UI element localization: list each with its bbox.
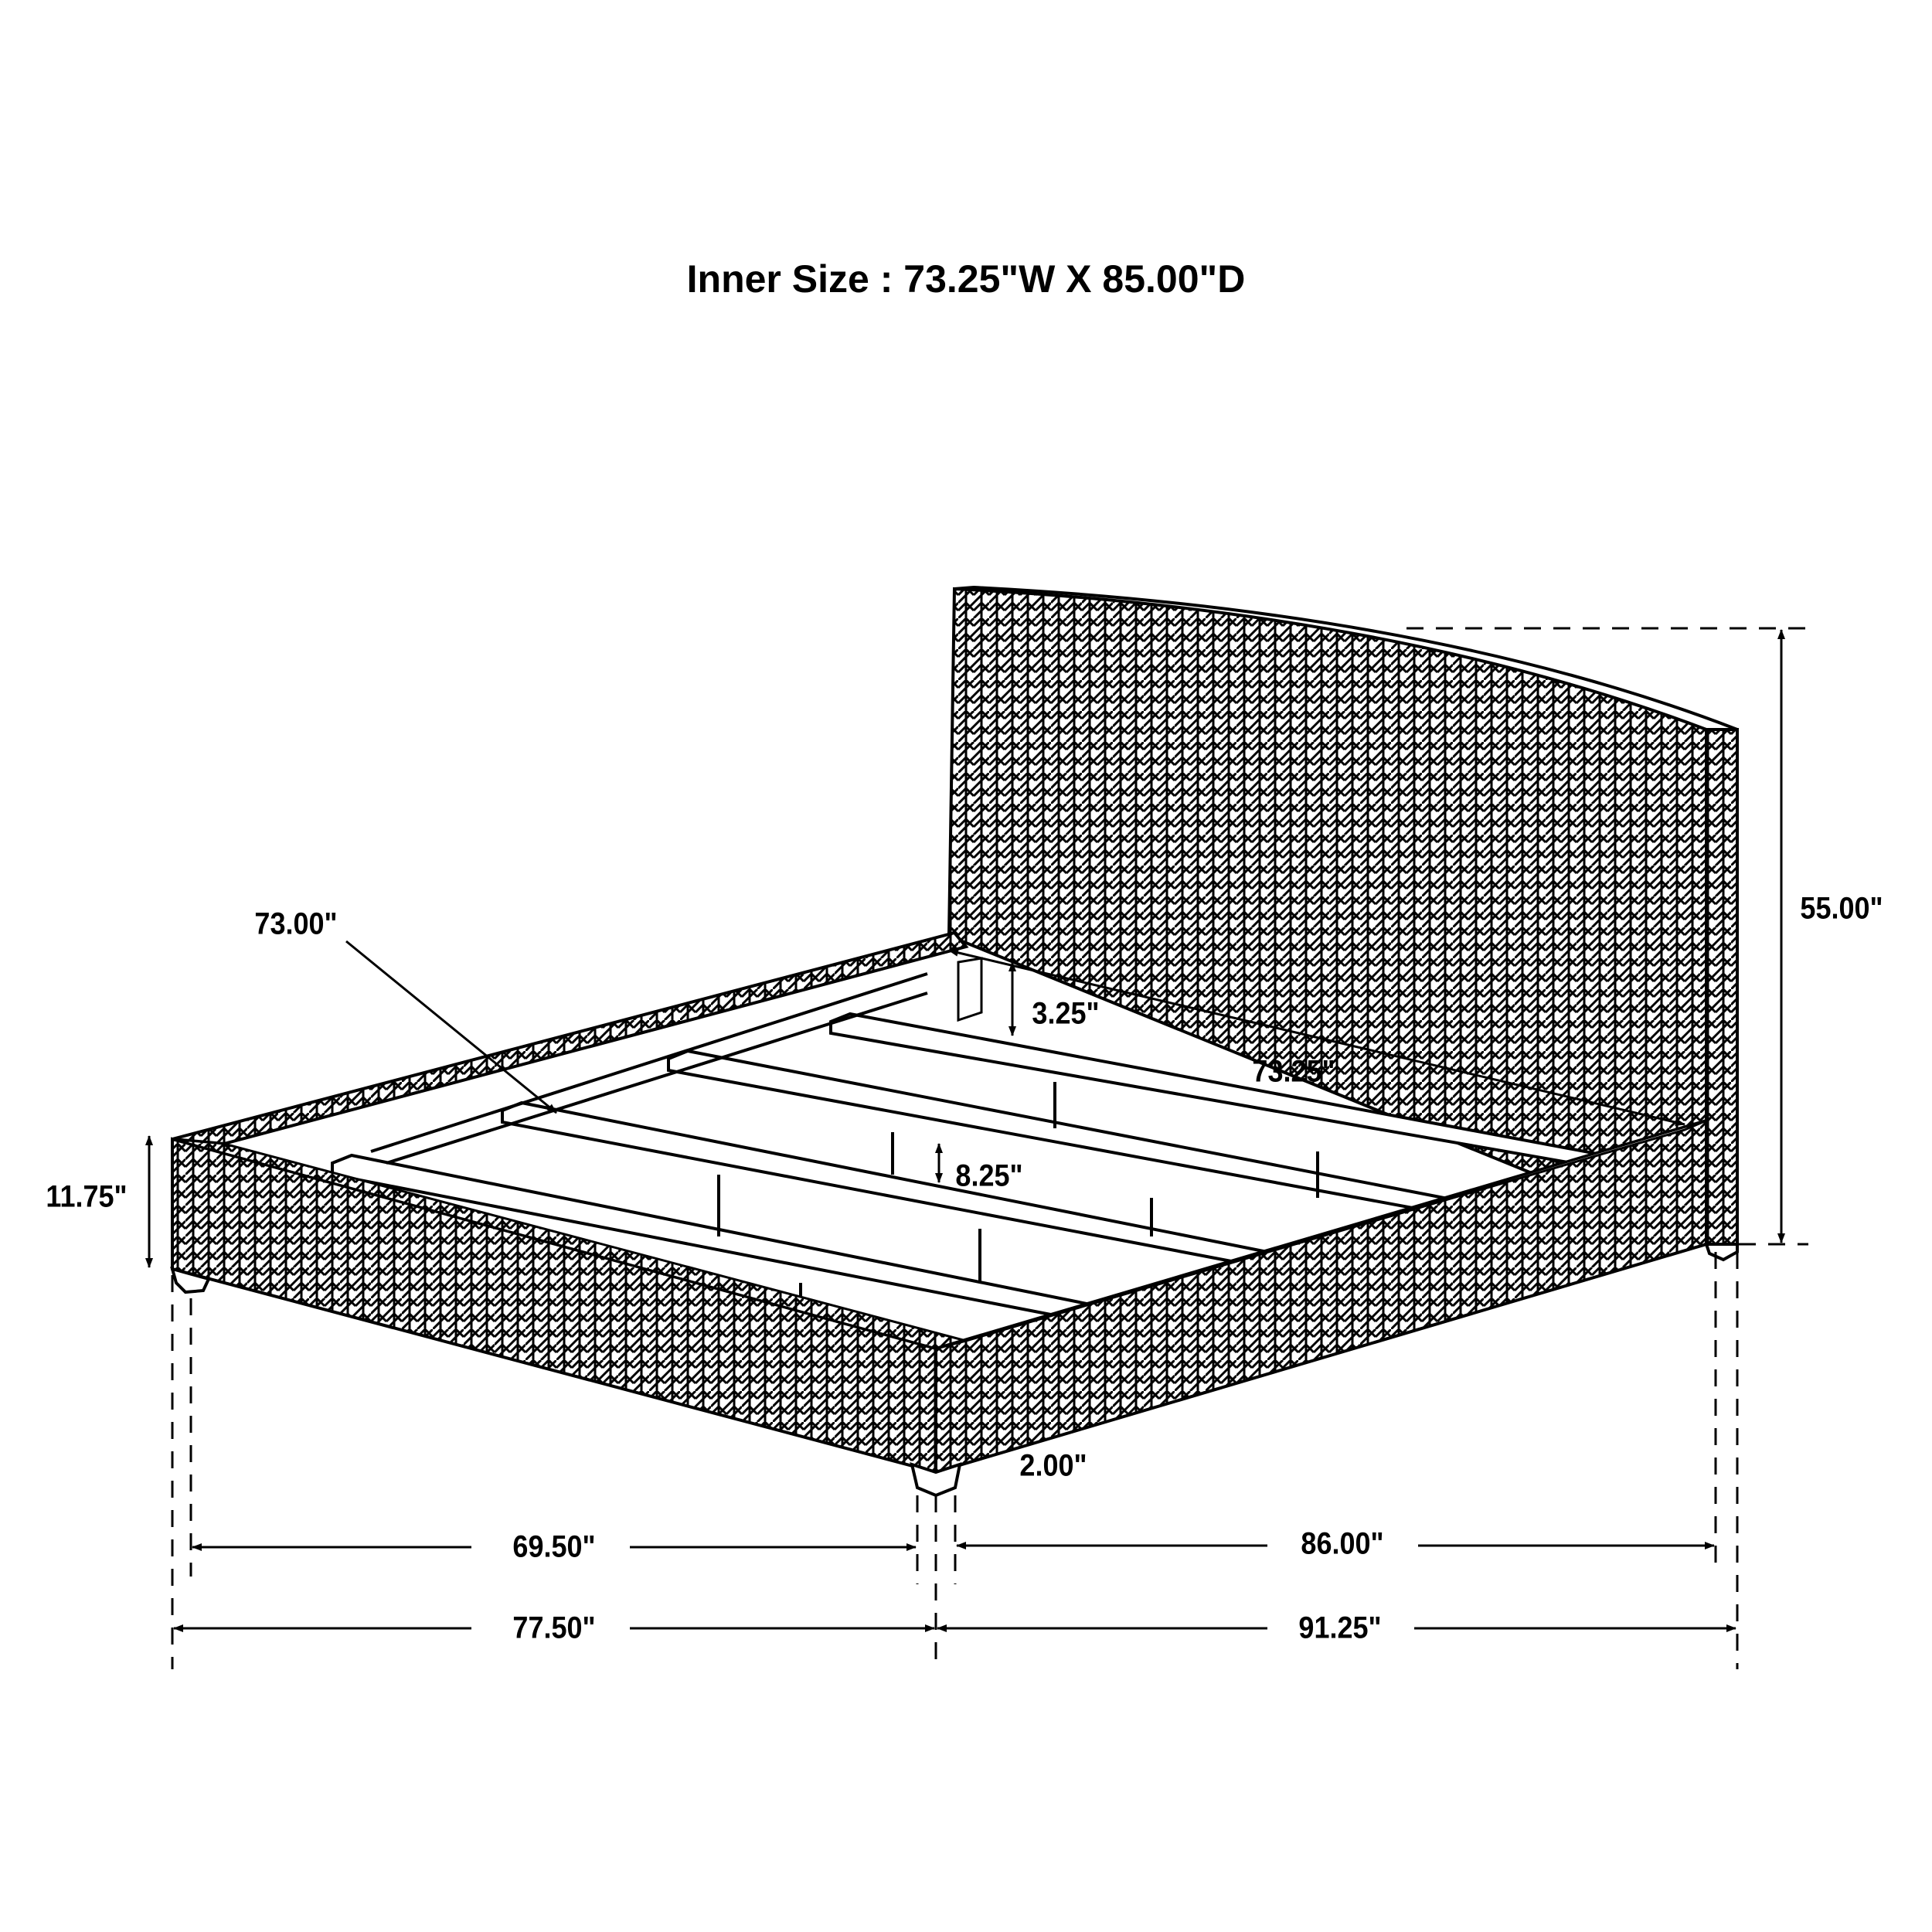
- label-inner-length-side: 86.00": [1301, 1526, 1384, 1561]
- label-slat-length: 73.00": [254, 906, 338, 941]
- label-inner-width: 73.25": [1252, 1054, 1335, 1089]
- foot-rail: [934, 1118, 1708, 1475]
- label-overall-length: 91.25": [1298, 1611, 1382, 1645]
- page-title: Inner Size : 73.25"W X 85.00"D: [686, 257, 1246, 301]
- label-inner-width-front: 69.50": [512, 1529, 596, 1564]
- label-support-leg-height: 8.25": [955, 1158, 1023, 1193]
- dimension-lines: [145, 627, 1808, 1669]
- label-overall-width: 77.50": [512, 1611, 596, 1645]
- label-leg-height: 2.00": [1019, 1448, 1087, 1483]
- label-headboard-height: 55.00": [1800, 891, 1883, 926]
- label-rail-to-slat-depth: 3.25": [1032, 996, 1100, 1031]
- label-side-rail-height: 11.75": [46, 1179, 128, 1214]
- bed-legs: [170, 1243, 1739, 1498]
